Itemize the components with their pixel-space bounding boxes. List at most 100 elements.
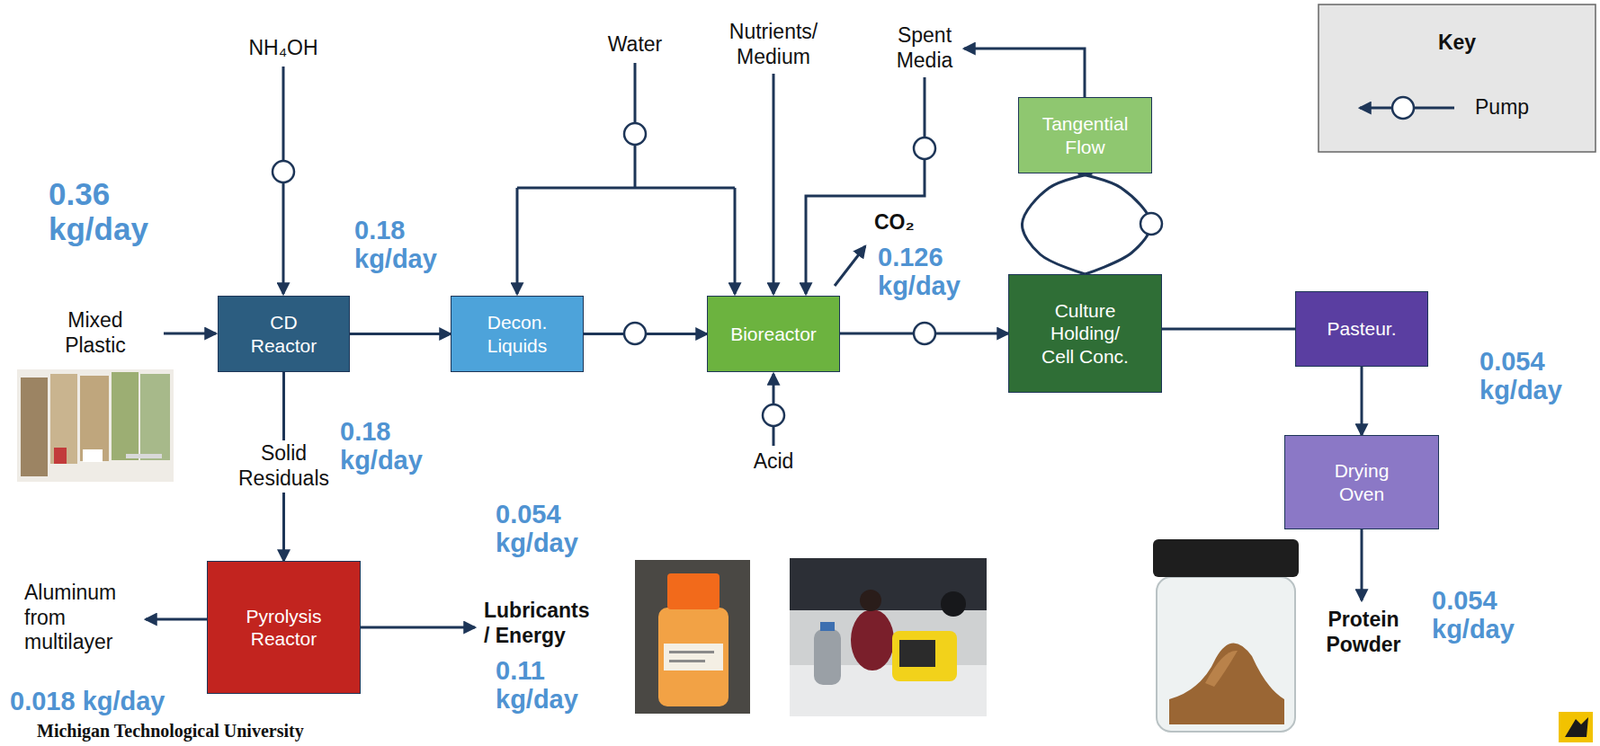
university-logo [1558,712,1593,743]
stream-label: CO₂ [874,210,915,236]
protein-jar-photo [1156,577,1296,733]
institution-name: Michigan Technological University [36,720,304,742]
legend-heading: Key [1438,30,1476,56]
flow-rate: 0.11 kg/day [495,656,581,716]
feed-line [772,73,776,295]
university-logo [1558,712,1593,743]
protein-jar-photo [1169,643,1285,725]
university-logo [1564,717,1589,738]
pump-symbol [1392,97,1414,119]
generator-photo [850,609,894,671]
protein-jar-photo [1205,651,1238,688]
pump-symbol [913,137,936,160]
stream-label: Mixed Plastic [63,308,127,358]
flow-rate: 0.018 kg/day [9,687,166,716]
generator-photo [813,629,841,686]
flow-rate: 0.36 kg/day [48,176,151,247]
pump-symbol [624,123,646,145]
feed-line [834,246,866,287]
legend-entry: Pump [1474,95,1529,121]
mre-photo [17,369,174,483]
box-label: CD Reactor [250,311,319,357]
mre-photo [111,372,139,461]
flow-rate: 0.054 kg/day [1479,347,1565,406]
mre-photo [20,377,48,477]
feed-line [517,187,735,190]
flow-rate: 0.126 kg/day [877,242,963,302]
box-label: Pyrolysis Reactor [244,605,323,651]
oil-bottle-photo [663,643,724,671]
stream-label: Acid [753,449,795,475]
generator-photo [940,591,966,617]
oil-bottle-photo [669,651,715,654]
oil-bottle-photo [667,573,720,610]
mre-photo [17,369,174,483]
feed-line [145,48,1455,628]
key-panel [1318,4,1596,152]
flow-connector [1021,173,1092,275]
protein-jar-photo [1153,539,1299,733]
feed-line [964,48,1085,98]
legend-text: Pump [1474,95,1529,119]
product-label: Aluminum from multilayer [24,581,119,656]
feed-line [516,187,519,295]
flow-rate: 0.054 kg/day [1431,586,1517,645]
process-box: Decon. Liquids [450,295,584,373]
box-label: Bioreactor [730,322,817,346]
mre-photo [125,454,162,459]
generator-photo [820,622,835,632]
process-box: CD Reactor [217,295,350,373]
generator-photo [892,631,957,682]
process-box: Drying Oven [1284,435,1440,530]
box-label: Decon. Liquids [486,311,549,357]
flow-connector [1162,328,1296,331]
feed-line [360,626,475,630]
process-box: Pyrolysis Reactor [206,561,361,695]
process-box: Bioreactor [706,295,841,373]
feed-line [1360,529,1364,601]
product-label: Protein Powder [1324,607,1403,658]
flow-rate: 0.18 kg/day [339,417,425,476]
flow-rate: 0.054 kg/day [495,500,581,559]
pump-symbol [1140,213,1163,235]
stream-label: Nutrients/ Medium [728,19,820,70]
flow-rate: 0.18 kg/day [354,215,439,275]
box-label: Pasteur. [1326,317,1396,340]
pump-symbol [272,97,1414,427]
feed-line [163,332,216,336]
oil-bottle-photo [669,660,706,663]
feed-line [733,187,737,295]
generator-photo [859,589,882,612]
generator-photo [789,558,987,717]
key-panel [1318,4,1596,152]
pump-symbol [624,322,646,345]
box-label: Tangential Flow [1041,112,1130,158]
flow-connector [1360,366,1364,436]
process-box: Culture Holding/ Cell Conc. [1008,274,1163,394]
mre-photo [53,447,67,465]
process-box: Pasteur. [1295,291,1429,367]
pump-symbol [762,404,785,427]
generator-photo [899,640,936,668]
stream-label: NH₄OH [248,35,318,62]
flow-connector [349,332,451,336]
stream-label: Water [607,32,663,58]
box-label: Culture Holding/ Cell Conc. [1035,299,1136,368]
generator-photo [789,558,987,717]
feed-line [145,618,207,622]
box-label: Drying Oven [1333,459,1391,505]
oil-bottle-photo [658,607,729,707]
mre-photo [140,374,170,461]
oil-bottle-photo [634,560,751,715]
stream-label: Spent Media [895,23,955,73]
oil-bottle-photo [634,560,751,715]
edge-label: Solid Residuals [232,440,336,492]
mre-photo [80,375,109,462]
pump-symbol [913,322,936,345]
product-label: Lubricants / Energy [483,598,592,649]
mre-photo [82,449,103,463]
protein-jar-photo [1153,539,1299,578]
mre-photo [50,374,78,465]
